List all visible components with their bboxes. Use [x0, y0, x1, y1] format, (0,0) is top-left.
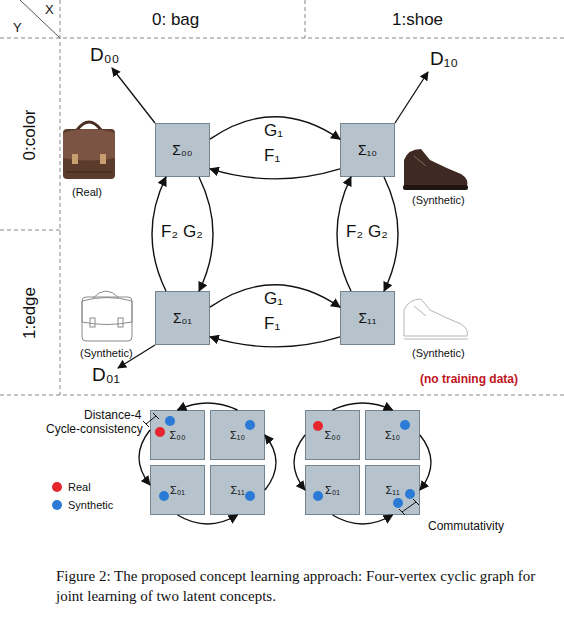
- box-label: Σ₀₁: [170, 484, 185, 496]
- discriminator-arrow: [395, 72, 428, 123]
- mapping-label: F₂: [346, 222, 363, 242]
- mapping-label: F₁: [264, 146, 280, 166]
- legend-text: Real: [68, 481, 91, 493]
- synthetic-dot: [313, 491, 323, 501]
- synthetic-dot: [245, 420, 255, 430]
- mapping-label: F₂: [161, 222, 178, 242]
- latent-space-box: Σ₀₁: [305, 465, 360, 515]
- mapping-arrow: [210, 337, 340, 347]
- image-tag: (Synthetic): [80, 347, 133, 360]
- box-label: Σ₀₁: [173, 310, 192, 326]
- box-label: Σ₀₀: [172, 142, 192, 158]
- discriminator-arrow: [112, 68, 155, 123]
- synthetic-dot: [245, 491, 255, 501]
- mapping-label: G₂: [368, 222, 388, 242]
- latent-space-box: Σ₁₀: [340, 123, 395, 177]
- box-label: Σ₁₁: [358, 310, 376, 326]
- box-label: Σ₁₀: [230, 429, 245, 441]
- mapping-arrow: [178, 403, 238, 410]
- mapping-label: F₁: [264, 314, 280, 334]
- synthetic-dot: [393, 498, 403, 508]
- latent-space-box: Σ₁₁: [210, 465, 265, 515]
- grid-line: [305, 0, 306, 38]
- legend-swatch: [52, 500, 62, 510]
- grid-line: [0, 395, 564, 396]
- latent-space-box: Σ₁₀: [210, 410, 265, 460]
- mapping-label: G₁: [264, 121, 283, 141]
- figure-caption: Figure 2: The proposed concept learning …: [56, 566, 556, 607]
- row-header: 0:color: [20, 109, 40, 160]
- axis-letter: X: [45, 3, 54, 18]
- mapping-label: G₂: [183, 222, 203, 242]
- latent-space-box: Σ₁₁: [340, 291, 395, 345]
- box-label: Σ₀₀: [325, 429, 341, 441]
- corner-diagonal: [20, 0, 60, 38]
- legend-swatch: [52, 482, 62, 492]
- mapping-arrow: [333, 403, 393, 410]
- mapping-arrow: [210, 169, 340, 179]
- mapping-arrow: [139, 430, 150, 485]
- discriminator-label: D₀₁: [92, 364, 120, 386]
- mapping-label: G₁: [264, 289, 283, 309]
- synthetic-dot: [159, 491, 169, 501]
- mapping-arrow: [178, 515, 238, 524]
- image-tag: (Real): [72, 186, 102, 199]
- latent-space-box: Σ₀₀: [155, 123, 210, 177]
- box-label: Σ₁₁: [385, 484, 399, 496]
- shoe-photo: [403, 149, 468, 190]
- box-label: Σ₁₀: [385, 429, 400, 441]
- mapping-arrow: [265, 435, 276, 490]
- mapping-arrow: [420, 435, 431, 490]
- box-label: Σ₁₁: [230, 484, 244, 496]
- discriminator-label: D₁₀: [430, 48, 458, 70]
- synthetic-dot: [405, 489, 415, 499]
- box-label: Σ₀₁: [325, 484, 340, 496]
- column-header: 1:shoe: [392, 10, 443, 30]
- latent-space-box: Σ₁₀: [365, 410, 420, 460]
- legend-text: Synthetic: [68, 499, 113, 511]
- synthetic-dot: [165, 416, 175, 426]
- grid-line: [0, 38, 564, 39]
- real-dot: [155, 427, 165, 437]
- real-dot: [313, 421, 323, 431]
- row-header: 1:edge: [20, 287, 40, 339]
- latent-space-box: Σ₀₁: [155, 291, 210, 345]
- bag-photo: [63, 122, 115, 179]
- synthetic-dot: [400, 420, 410, 430]
- discriminator-label: D₀₀: [90, 44, 120, 66]
- mapping-arrow: [333, 515, 393, 524]
- note-text: (no training data): [420, 373, 518, 387]
- callout-text: Distance-4: [84, 409, 141, 423]
- axis-letter: Y: [13, 21, 22, 36]
- image-tag: (Synthetic): [412, 194, 465, 207]
- legend: RealSynthetic: [52, 478, 113, 514]
- column-header: 0: bag: [152, 10, 199, 30]
- grid-line: [60, 0, 61, 395]
- legend-row: Synthetic: [52, 496, 113, 514]
- image-tag: (Synthetic): [412, 347, 465, 360]
- callout-text: Cycle-consistency: [46, 423, 143, 437]
- latent-space-box: Σ₀₁: [150, 465, 205, 515]
- shoe-sketch: [404, 299, 468, 339]
- box-label: Σ₀₀: [170, 429, 186, 441]
- box-label: Σ₁₀: [358, 142, 377, 158]
- legend-row: Real: [52, 478, 113, 496]
- mapping-arrow: [294, 435, 305, 490]
- grid-line: [0, 230, 60, 231]
- callout-text: Commutativity: [428, 520, 504, 534]
- latent-space-box: Σ₀₀: [305, 410, 360, 460]
- bag-sketch: [82, 291, 132, 341]
